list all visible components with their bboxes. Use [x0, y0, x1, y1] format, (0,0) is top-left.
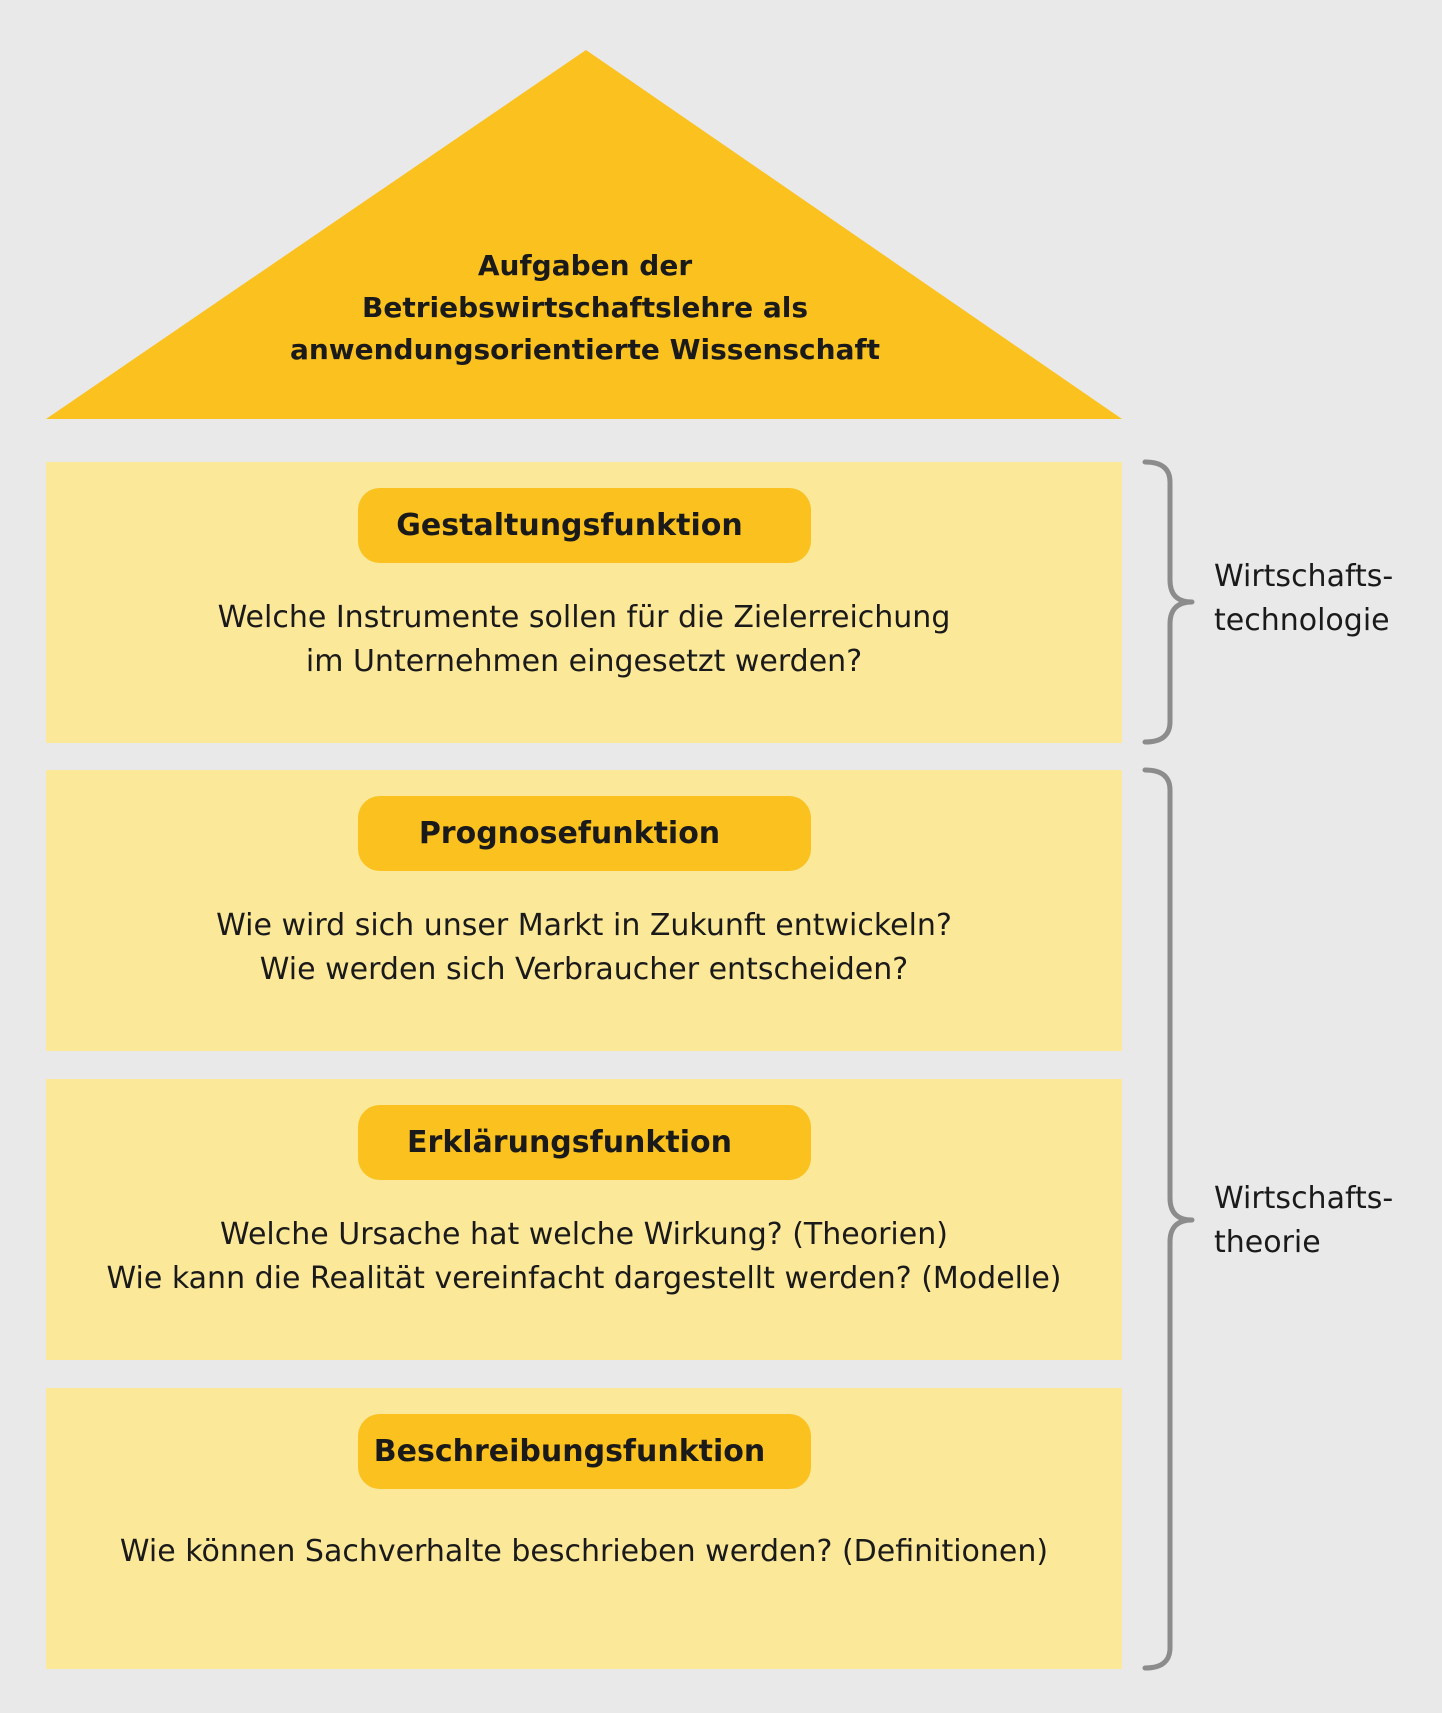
group-label-wirtschaftstheorie: Wirtschafts- theorie	[1214, 1177, 1393, 1265]
description-line: Welche Instrumente sollen für die Zieler…	[217, 600, 951, 635]
group-label-line: technologie	[1214, 603, 1390, 638]
group-label-line: Wirtschafts-	[1214, 559, 1394, 594]
description-line: Wie werden sich Verbraucher entscheiden?	[259, 952, 909, 987]
function-description: Wie können Sachverhalte beschrieben werd…	[46, 1530, 1122, 1574]
function-description: Welche Instrumente sollen für die Zieler…	[46, 596, 1122, 684]
function-description: Welche Ursache hat welche Wirkung? (Theo…	[46, 1213, 1122, 1301]
description-line: im Unternehmen eingesetzt werden?	[305, 644, 863, 679]
group-label-wirtschaftstechnologie: Wirtschafts- technologie	[1214, 555, 1393, 643]
house-title-line: Aufgaben der	[477, 249, 693, 282]
description-line: Welche Ursache hat welche Wirkung? (Theo…	[220, 1217, 948, 1252]
house-title-line: anwendungsorientierte Wissenschaft	[289, 333, 881, 366]
group-label-line: theorie	[1214, 1225, 1321, 1260]
floor-beschreibungsfunktion: Beschreibungsfunktion Wie können Sachver…	[46, 1388, 1122, 1669]
function-label: Beschreibungsfunktion	[358, 1414, 811, 1489]
function-label: Prognosefunktion	[358, 796, 811, 871]
floor-erklaerungsfunktion: Erklärungsfunktion Welche Ursache hat we…	[46, 1079, 1122, 1360]
function-label: Gestaltungsfunktion	[358, 488, 811, 563]
description-line: Wie wird sich unser Markt in Zukunft ent…	[216, 908, 952, 943]
house-title-line: Betriebswirtschaftslehre als	[361, 291, 809, 324]
bracket-wirtschaftstechnologie	[1142, 459, 1195, 745]
function-description: Wie wird sich unser Markt in Zukunft ent…	[46, 904, 1122, 992]
description-line: Wie kann die Realität vereinfacht darges…	[106, 1261, 1062, 1296]
floor-gestaltungsfunktion: Gestaltungsfunktion Welche Instrumente s…	[46, 462, 1122, 743]
description-line: Wie können Sachverhalte beschrieben werd…	[119, 1534, 1049, 1569]
roof-triangle	[46, 50, 1122, 419]
bracket-wirtschaftstheorie	[1142, 767, 1195, 1671]
group-label-line: Wirtschafts-	[1214, 1181, 1394, 1216]
floor-prognosefunktion: Prognosefunktion Wie wird sich unser Mar…	[46, 770, 1122, 1051]
house-title: Aufgaben der Betriebswirtschaftslehre al…	[48, 245, 1122, 371]
function-label: Erklärungsfunktion	[358, 1105, 811, 1180]
